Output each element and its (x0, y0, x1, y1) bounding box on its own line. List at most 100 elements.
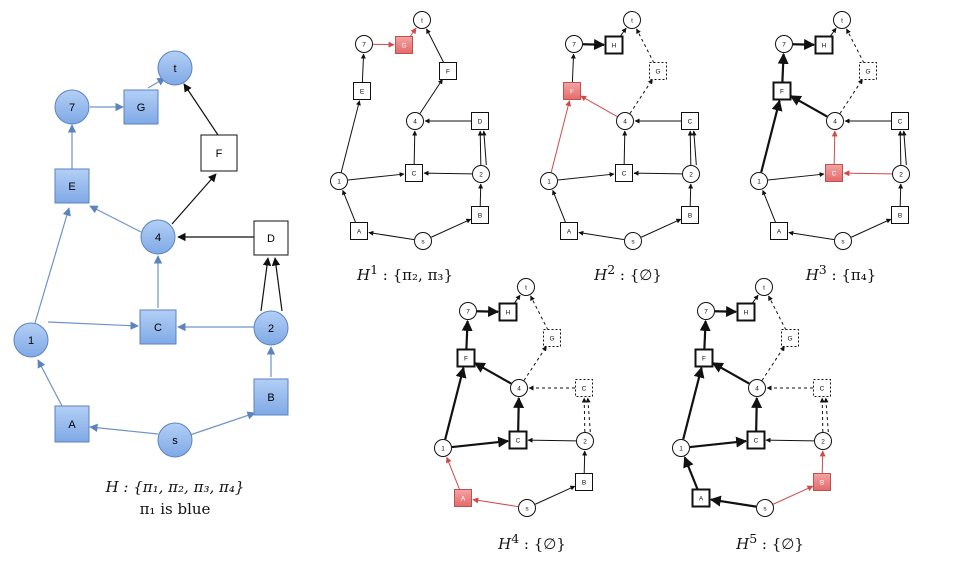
node-s: s (624, 232, 642, 250)
svg-text:C: C (154, 322, 162, 334)
main-graph-edges (34, 77, 283, 436)
svg-text:F: F (702, 356, 706, 363)
node-F: F (439, 62, 457, 80)
node-F: F (200, 134, 238, 172)
svg-text:7: 7 (362, 42, 366, 49)
caption-H5-set: {∅} (771, 535, 804, 553)
node-B: B (891, 206, 909, 224)
node-7: 7 (355, 35, 373, 53)
edge-F-t (426, 28, 445, 64)
node-F: F (456, 348, 476, 368)
svg-text:s: s (841, 239, 845, 246)
node-A: A (54, 405, 90, 443)
edge-n2-C2 (581, 397, 587, 433)
node-t: t (833, 11, 851, 29)
node-A: A (350, 222, 368, 240)
edge-n2-C2 (823, 397, 829, 433)
svg-text:C: C (516, 438, 521, 445)
edge-n2-D (481, 130, 487, 166)
node-7: 7 (565, 35, 583, 53)
node-C: C (681, 112, 699, 130)
svg-text:s: s (631, 239, 635, 246)
edge-F-n7 (777, 52, 789, 83)
edge-n4-G (839, 78, 863, 114)
svg-text:2: 2 (479, 172, 483, 179)
node-1: 1 (540, 172, 558, 190)
edge-A-n1 (342, 189, 357, 223)
edge-B-n2 (819, 450, 826, 474)
svg-text:7: 7 (466, 309, 470, 316)
node-C: C (615, 164, 633, 182)
svg-text:1: 1 (28, 335, 34, 347)
svg-text:E: E (360, 89, 365, 96)
node-1: 1 (750, 172, 768, 190)
svg-text:F: F (464, 356, 468, 363)
node-t: t (157, 50, 193, 86)
node-4: 4 (140, 219, 176, 255)
edge-n2-C (423, 170, 473, 176)
svg-text:C: C (582, 386, 587, 393)
edge-n2-C (527, 437, 577, 443)
edge-n1-C (451, 436, 510, 449)
edge-C-n4 (831, 130, 838, 165)
edge-n7-H (792, 39, 816, 51)
node-7: 7 (459, 302, 477, 320)
node-7: 7 (775, 35, 793, 53)
edge-n1-F (444, 366, 467, 440)
edge-G-t (768, 295, 787, 331)
main-caption-line1: H : {π₁, π₂, π₃, π₄} (105, 478, 245, 496)
edge-n2-C2 (897, 130, 903, 166)
node-E: E (54, 168, 90, 204)
node-1: 1 (13, 322, 49, 358)
svg-text:1: 1 (547, 179, 551, 186)
edge-n1-C (689, 436, 748, 449)
node-A: A (691, 488, 711, 508)
edge-s-A (788, 230, 835, 241)
node-C: C (139, 309, 177, 345)
edge-s-B (850, 218, 892, 238)
edge-A-1 (37, 359, 63, 407)
edge-1-C (47, 321, 139, 330)
caption-H2-set: {∅} (629, 266, 662, 284)
edge-n4-F (789, 94, 828, 118)
svg-text:F: F (446, 69, 450, 76)
node-t: t (755, 278, 773, 296)
node-2: 2 (892, 165, 910, 183)
edge-F-n7 (699, 319, 711, 350)
edge-1-E (34, 207, 71, 324)
svg-text:G: G (655, 69, 660, 76)
svg-text:A: A (777, 229, 782, 236)
svg-text:1: 1 (679, 446, 683, 453)
main-caption-line2: π₁ is blue (139, 500, 211, 518)
node-t: t (517, 278, 535, 296)
svg-text:F: F (216, 148, 223, 160)
edge-n4-G (523, 345, 547, 381)
edge-s-B (640, 218, 682, 238)
svg-text:A: A (68, 419, 76, 431)
edge-s-A (89, 423, 159, 435)
svg-text:t: t (631, 18, 633, 25)
node-C: C (813, 379, 831, 397)
svg-text:4: 4 (833, 119, 837, 126)
edge-2-D-a (260, 257, 272, 312)
caption-H2-sup: 2 (607, 262, 616, 277)
svg-text:H: H (506, 310, 511, 317)
edge-s-A (578, 230, 625, 241)
node-t: t (413, 11, 431, 29)
node-A: A (770, 222, 788, 240)
svg-text:C: C (820, 386, 825, 393)
svg-text:t: t (763, 285, 765, 292)
edge-n2-C2 (585, 397, 591, 433)
svg-text:F: F (570, 89, 574, 96)
edge-2-D-b (271, 257, 283, 312)
edge-4-F (171, 173, 217, 225)
edge-s-A (709, 495, 757, 508)
edge-n2-C2 (819, 397, 825, 433)
svg-text:B: B (267, 392, 274, 404)
caption-H5-sup: 5 (749, 531, 758, 546)
svg-text:2: 2 (821, 439, 825, 446)
main-graph: t 7 G F E 4 D 1 C 2 B A s (13, 50, 289, 458)
edge-n1-E (340, 100, 361, 173)
